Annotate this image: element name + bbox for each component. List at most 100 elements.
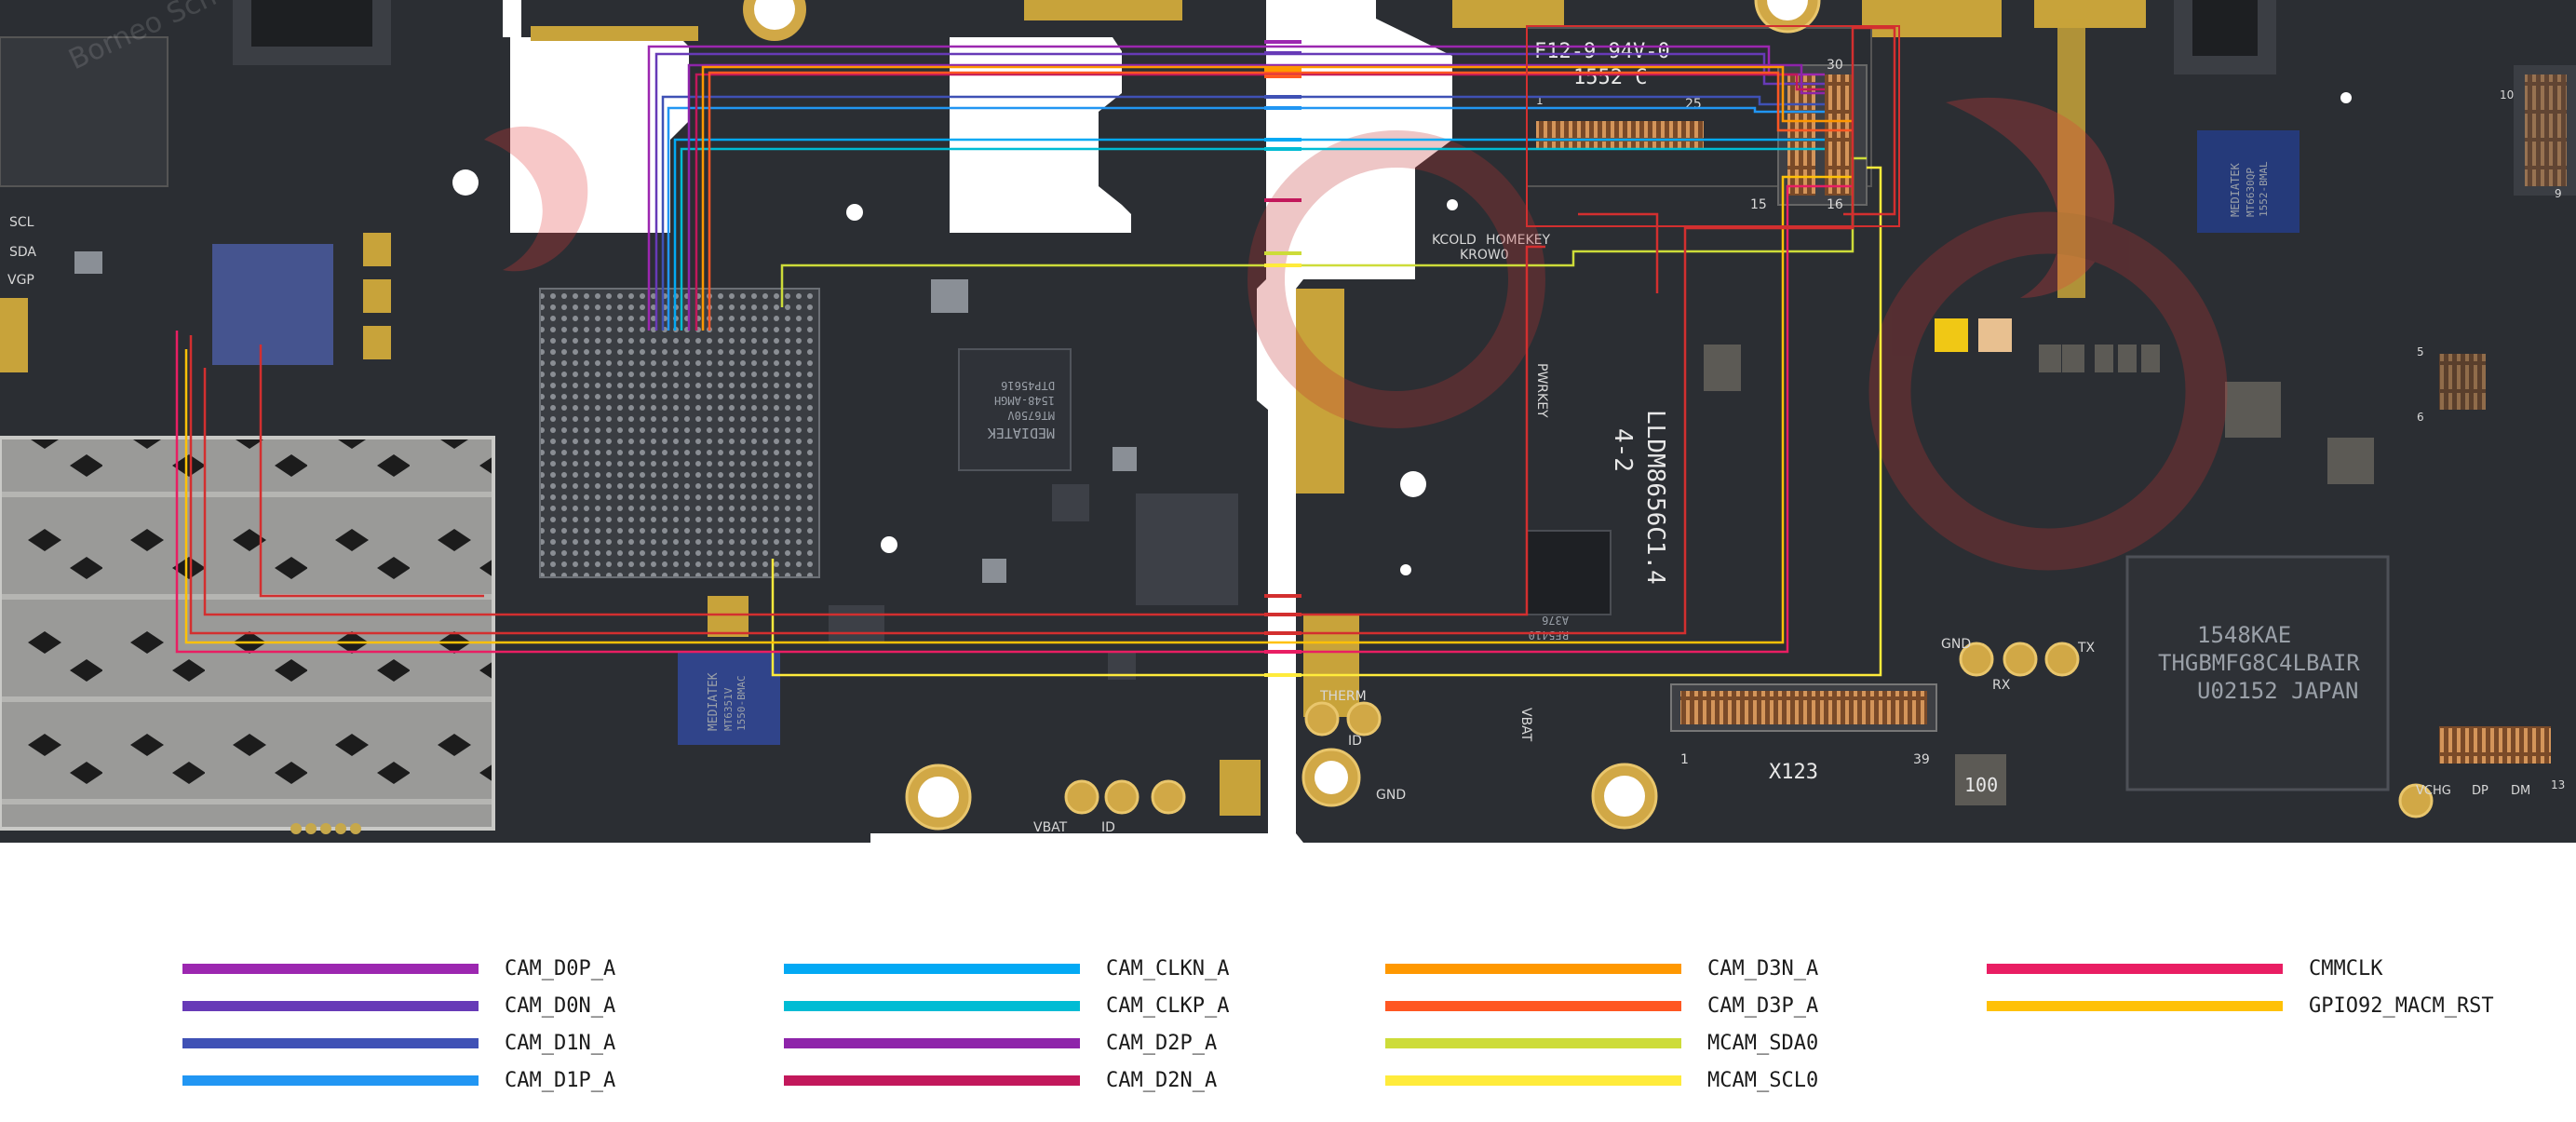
fpc-pin-1-label: 1: [1680, 752, 1689, 767]
svg-text:1548-AMGH: 1548-AMGH: [994, 394, 1055, 407]
svg-text:1552-BMAL: 1552-BMAL: [2258, 161, 2270, 217]
legend-item: CAM_D3P_A: [1385, 987, 1818, 1024]
r6-label: 6: [2417, 411, 2424, 424]
signal-traces: [175, 25, 1900, 677]
pin-15-label: 15: [1750, 197, 1767, 212]
fpc-pin-39-label: 39: [1913, 752, 1930, 767]
pcb-board-image: SCL SDA VGP VBAT ID MEDIATEK MT6750V 154…: [0, 0, 2576, 843]
trace-cam-d2n-a: [695, 73, 1825, 331]
trace-red-key: [1578, 212, 1659, 293]
pin-16-label: 16: [1827, 197, 1843, 212]
legend-swatch: [1385, 1037, 1681, 1048]
legend-item: CAM_CLKN_A: [784, 950, 1229, 987]
gnd-label: GND: [1941, 637, 1971, 652]
trace-mcam-scl0: [771, 166, 1882, 677]
right-board: F12-9 94V-0 1552 C 30 25 15 16 1 KCOLD H…: [1296, 0, 2576, 843]
legend-label: CAM_D3N_A: [1707, 956, 1819, 980]
rf-chip: RF5410 A376: [1529, 614, 1569, 642]
trace-cam-clkn-a: [673, 138, 1825, 331]
legend-item: CAM_CLKP_A: [784, 987, 1229, 1024]
therm-label: THERM: [1319, 689, 1367, 704]
legend-label: CAM_D0P_A: [505, 956, 616, 980]
kcold-label: KCOLD: [1432, 233, 1477, 248]
trace-cam-d2p-a: [687, 63, 1825, 331]
inductor-label: 100: [1964, 774, 1998, 796]
legend-label: GPIO92_MACM_RST: [2309, 994, 2494, 1018]
legend-label: MCAM_SCL0: [1707, 1068, 1819, 1092]
legend-label: CAM_D1N_A: [505, 1031, 616, 1055]
legend-swatch: [182, 1075, 479, 1086]
trace-cam-clkp-a: [680, 147, 1825, 331]
vchg-label: VCHG: [2416, 784, 2451, 798]
legend-label: CAM_D2N_A: [1106, 1068, 1218, 1092]
svg-text:MEDIATEK: MEDIATEK: [707, 672, 721, 731]
legend-item: CAM_D0P_A: [182, 950, 615, 987]
trace-red-short: [259, 345, 484, 598]
pin-1-label: 1: [1536, 94, 1544, 107]
dm-label: DM: [2511, 784, 2530, 798]
trace-red-inner: [203, 245, 1545, 616]
legend-label: CAM_D2P_A: [1106, 1031, 1218, 1055]
trace-cmmclk: [175, 184, 1853, 654]
legend-swatch: [1385, 1075, 1681, 1086]
scl-label: SCL: [9, 215, 34, 230]
legend-item: CAM_D0N_A: [182, 987, 615, 1024]
legend-swatch: [784, 1075, 1080, 1086]
svg-text:MEDIATEK: MEDIATEK: [2229, 162, 2242, 217]
svg-text:1550-BMAC: 1550-BMAC: [735, 675, 748, 731]
legend-swatch: [182, 1000, 479, 1011]
r5-label: 5: [2417, 345, 2424, 358]
board-rev-label: 4-2: [1609, 428, 1637, 472]
legend-item: CAM_D1P_A: [182, 1061, 615, 1099]
svg-text:MEDIATEK: MEDIATEK: [988, 425, 1055, 441]
x123-label: X123: [1769, 761, 1818, 784]
r10-label: 10: [2500, 88, 2514, 101]
legend-swatch: [784, 963, 1080, 974]
dp-label: DP: [2472, 784, 2488, 798]
legend-swatch: [1385, 1000, 1681, 1011]
pwrkey-label: PWRKEY: [1534, 363, 1549, 418]
legend-swatch: [1987, 1000, 2283, 1011]
legend-swatch: [1987, 963, 2283, 974]
svg-text:RF5410: RF5410: [1529, 629, 1569, 642]
legend-label: CAM_D0N_A: [505, 994, 616, 1018]
sda-label: SDA: [9, 245, 36, 260]
legend-label: CAM_D3P_A: [1707, 994, 1819, 1018]
legend-item: MCAM_SCL0: [1385, 1061, 1818, 1099]
mediatek-pmic-chip: MEDIATEK MT6351V 1550-BMAC: [707, 672, 748, 731]
legend-label: MCAM_SDA0: [1707, 1031, 1819, 1055]
vbat-label-right: VBAT: [1518, 708, 1533, 742]
board-id-label: LLDM8656C1.4: [1641, 410, 1669, 585]
legend-item: CAM_D2N_A: [784, 1061, 1217, 1099]
vgp-label: VGP: [7, 273, 34, 288]
legend-item: MCAM_SDA0: [1385, 1024, 1818, 1061]
pin-30-label: 30: [1827, 58, 1843, 73]
legend-label: CAM_D1P_A: [505, 1068, 616, 1092]
connector-code2-label: 1552 C: [1573, 66, 1647, 89]
legend-swatch: [784, 1037, 1080, 1048]
legend-swatch: [1385, 963, 1681, 974]
r9-label: 9: [2555, 187, 2562, 200]
r13-label: 13: [2551, 778, 2565, 791]
svg-text:A376: A376: [1542, 614, 1569, 627]
svg-text:THGBMFG8C4LBAIR: THGBMFG8C4LBAIR: [2158, 650, 2360, 676]
mediatek-right-chip: MEDIATEK MT6630QP 1552-BMAL: [2229, 161, 2270, 217]
id-label-left: ID: [1101, 820, 1115, 835]
legend-item: CAM_D2P_A: [784, 1024, 1217, 1061]
svg-text:MT6351V: MT6351V: [722, 687, 735, 731]
trace-cam-d0n-a: [654, 52, 1825, 331]
svg-text:DTP45616: DTP45616: [1001, 379, 1055, 392]
svg-text:U02152 JAPAN: U02152 JAPAN: [2197, 678, 2358, 704]
flash-chip: 1548KAE THGBMFG8C4LBAIR U02152 JAPAN: [2158, 622, 2360, 704]
pcb-board-svg: SCL SDA VGP VBAT ID MEDIATEK MT6750V 154…: [0, 0, 2576, 843]
trace-cam-d3p-a: [708, 71, 1853, 331]
rx-label: RX: [1992, 678, 2011, 693]
connector-code-label: F12-9 94V-0: [1534, 40, 1670, 63]
trace-gpio92-macm-rst: [184, 175, 1853, 644]
legend-label: CMMCLK: [2309, 956, 2383, 980]
legend-label: CAM_CLKN_A: [1106, 956, 1230, 980]
legend-swatch: [182, 963, 479, 974]
homekey-label: HOMEKEY: [1486, 233, 1550, 248]
trace-cam-d1n-a: [661, 95, 1825, 331]
legend-item: CMMCLK: [1987, 950, 2382, 987]
